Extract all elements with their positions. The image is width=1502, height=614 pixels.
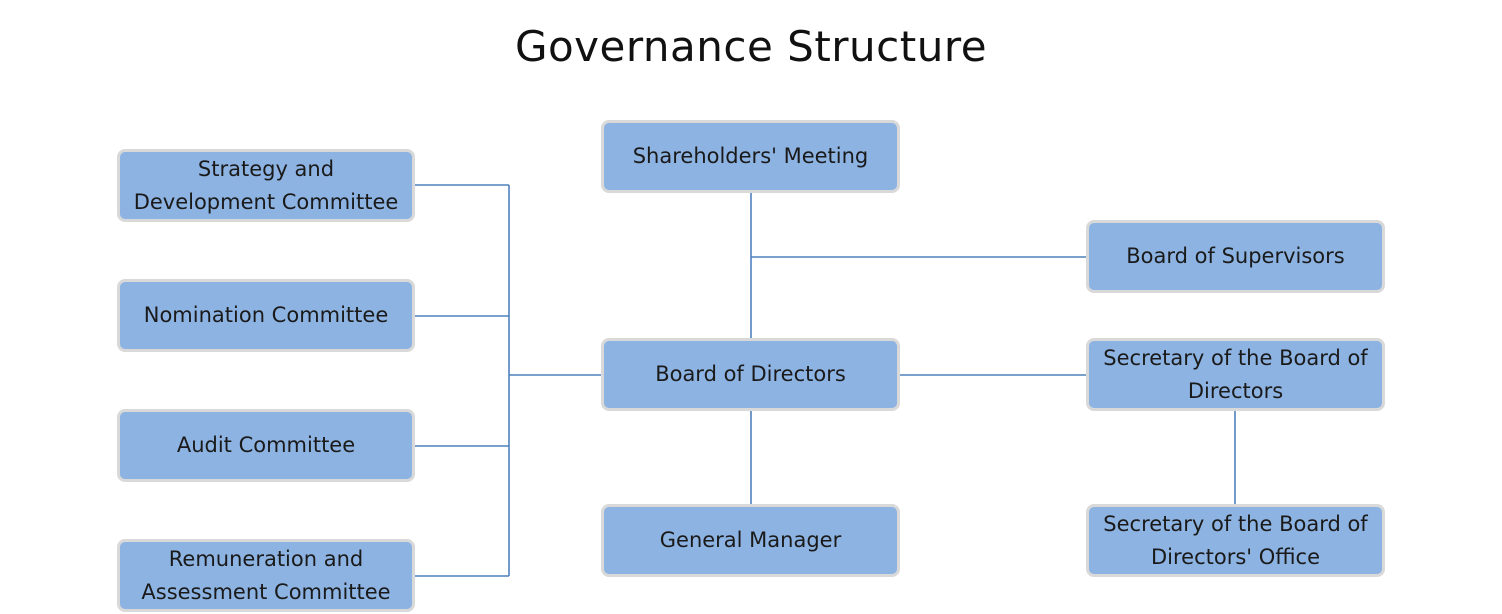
node-board-secretary-office: Secretary of the Board of Directors' Off… [1086,504,1385,577]
node-board-secretary: Secretary of the Board of Directors [1086,338,1385,411]
node-label: Remuneration and Assessment Committee [141,546,391,604]
node-label: Shareholders' Meeting [632,144,869,168]
node-strategy-committee: Strategy and Development Committee [117,149,415,222]
node-label: Secretary of the Board of Directors' Off… [1103,511,1368,569]
node-general-manager: General Manager [601,504,900,577]
node-label: Strategy and Development Committee [133,156,399,214]
node-audit-committee: Audit Committee [117,409,415,482]
node-label: General Manager [659,528,842,552]
node-board-of-supervisors: Board of Supervisors [1086,220,1385,293]
node-remuneration-committee: Remuneration and Assessment Committee [117,539,415,612]
node-nomination-committee: Nomination Committee [117,279,415,352]
node-shareholders-meeting: Shareholders' Meeting [601,120,900,193]
node-label: Nomination Committee [143,303,389,327]
node-label: Secretary of the Board of Directors [1103,345,1368,403]
page-title: Governance Structure [514,22,988,71]
node-label: Audit Committee [176,433,356,457]
node-label: Board of Supervisors [1126,244,1345,268]
node-label: Board of Directors [655,362,846,386]
node-board-of-directors: Board of Directors [601,338,900,411]
